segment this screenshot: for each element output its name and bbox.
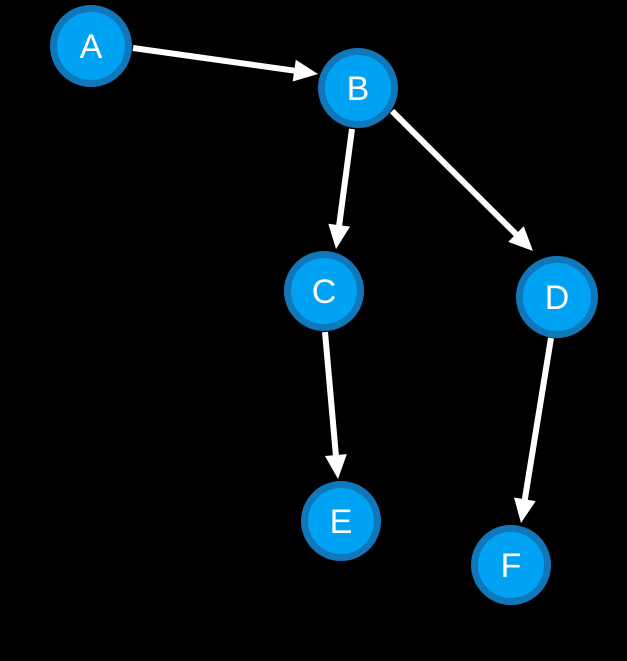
graph-node-d[interactable]: D [516,256,598,338]
edge-c-to-e [322,331,347,479]
edge-line [335,128,355,228]
node-circle[interactable] [318,48,398,128]
edge-a-to-b [132,45,318,82]
arrowhead-icon [324,454,347,479]
edge-d-to-f [513,337,554,523]
nodes-layer: A B C D E F [50,5,598,605]
node-label: D [545,279,570,317]
edges-layer [132,45,554,523]
arrowhead-icon [328,223,351,249]
node-label: B [347,70,370,108]
node-label: C [312,273,337,311]
arrowhead-icon [508,226,533,251]
node-label: F [501,547,522,585]
node-circle[interactable] [516,256,598,338]
graph-node-a[interactable]: A [50,5,132,87]
edge-b-to-c [328,128,355,249]
node-circle[interactable] [471,525,551,605]
edge-line [389,108,520,238]
node-circle[interactable] [284,251,364,331]
graph-node-c[interactable]: C [284,251,364,331]
edge-b-to-d [389,108,533,251]
graph-node-b[interactable]: B [318,48,398,128]
node-label: A [80,28,103,66]
edge-line [132,45,297,74]
arrowhead-icon [292,59,318,82]
edge-line [521,337,554,502]
node-circle[interactable] [301,481,381,561]
node-label: E [330,503,353,541]
graph-node-f[interactable]: F [471,525,551,605]
node-circle[interactable] [50,5,132,87]
graph-node-e[interactable]: E [301,481,381,561]
arrowhead-icon [513,497,536,523]
edge-line [322,331,340,458]
